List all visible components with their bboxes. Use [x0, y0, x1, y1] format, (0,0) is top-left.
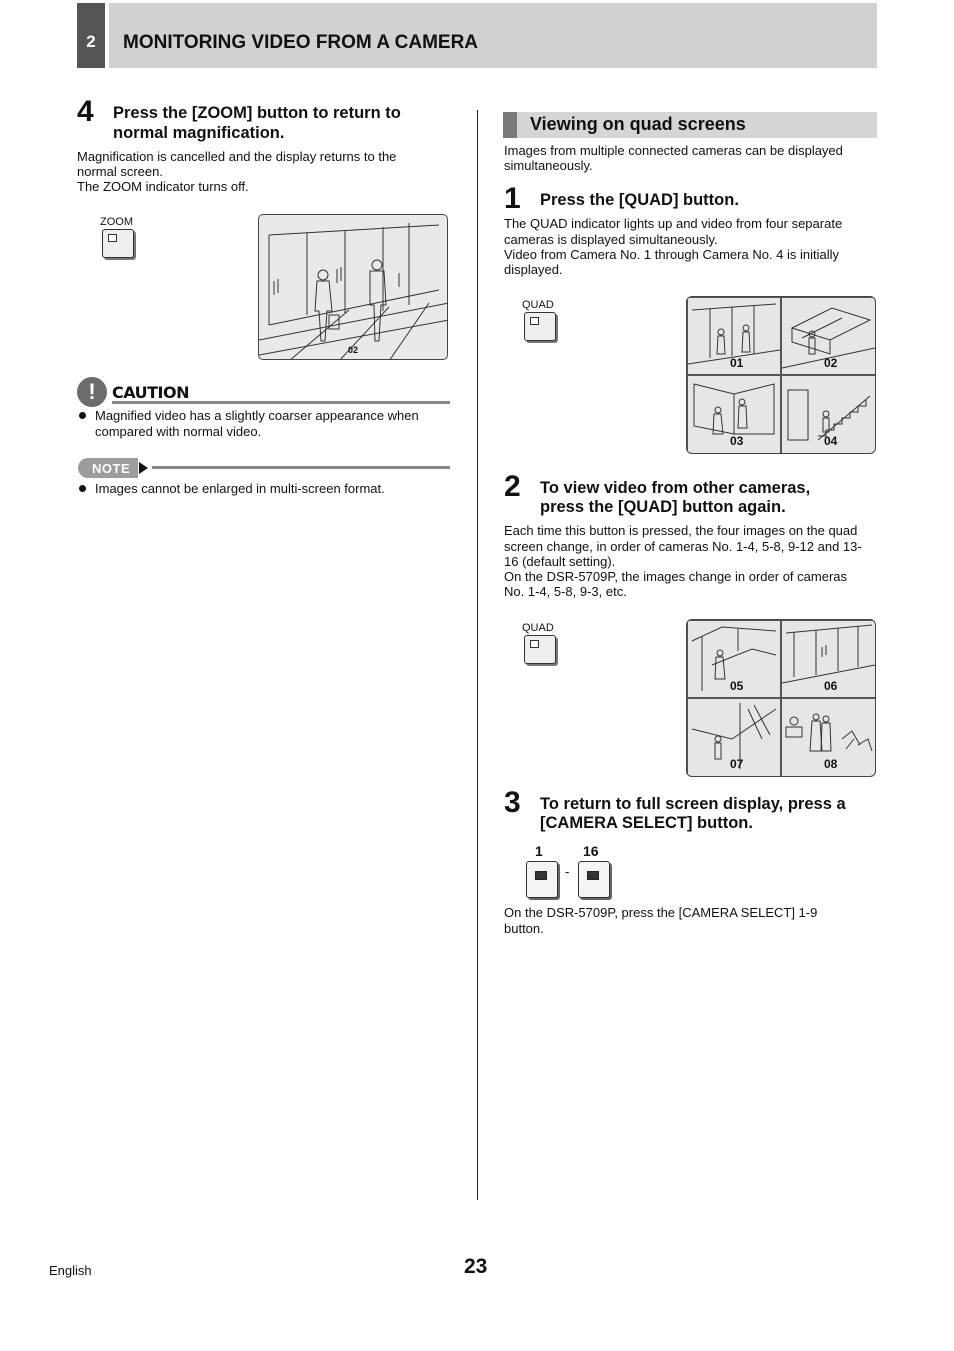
- camera-scene-icon: [691, 626, 777, 691]
- section-title: Viewing on quad screens: [530, 114, 746, 134]
- section-intro-line-2: simultaneously.: [504, 158, 593, 173]
- quad-indicator-icon: [530, 317, 539, 325]
- quad-screen-2: 05 06 07 08: [686, 619, 876, 777]
- step-4-title-line-2: normal magnification.: [113, 124, 285, 142]
- step-4-body-line-3: The ZOOM indicator turns off.: [77, 179, 249, 194]
- section-heading-mark: [503, 112, 517, 138]
- quad-cell-08: 08: [782, 699, 875, 776]
- step-2-body-line-3: 16 (default setting).: [504, 554, 616, 569]
- caution-bullet-icon: [79, 412, 86, 419]
- chapter-title: MONITORING VIDEO FROM A CAMERA: [123, 32, 479, 53]
- step-2-number: 2: [504, 470, 521, 503]
- camera-scene-icon: [781, 624, 875, 684]
- step-2-body-line-1: Each time this button is pressed, the fo…: [504, 523, 858, 538]
- camera-select-last-label: 16: [583, 843, 599, 859]
- full-screen-scene-icon: 02: [259, 223, 447, 359]
- step-1-body-line-3: Video from Camera No. 1 through Camera N…: [504, 247, 840, 262]
- quad-cell-05: 05: [688, 621, 780, 697]
- camera-select-indicator-icon: [587, 871, 599, 880]
- camera-scene-icon: [787, 389, 871, 441]
- step-1-body-line-2: cameras is displayed simultaneously.: [504, 232, 718, 247]
- chapter-header-gap: [105, 3, 109, 68]
- quad-cell-06: 06: [781, 621, 875, 697]
- zoom-indicator-icon: [108, 234, 117, 242]
- quad-cell-02: 02: [781, 298, 875, 374]
- zoom-screen-camera-number: 02: [348, 345, 358, 355]
- step-1-number: 1: [504, 182, 521, 215]
- step-1-body-line-1: The QUAD indicator lights up and video f…: [504, 216, 843, 231]
- caution-label: CAUTION: [112, 383, 189, 402]
- caution-rule: [112, 401, 450, 404]
- quad-indicator-icon: [530, 640, 539, 648]
- camera-select-button-1: [526, 861, 558, 898]
- note-bullet-icon: [79, 485, 86, 492]
- caution-item-line-2: compared with normal video.: [95, 424, 262, 439]
- step-4-title-line-1: Press the [ZOOM] button to return to: [113, 104, 401, 122]
- quad-screen-1: 01 02 03 04: [686, 296, 876, 454]
- footer-language: English: [49, 1263, 92, 1278]
- step-4-number: 4: [77, 95, 94, 128]
- step-3-title-line-1: To return to full screen display, press …: [540, 795, 846, 813]
- quad-cell-04: 04: [782, 376, 875, 453]
- quad-cell-number: 05: [730, 679, 744, 693]
- caution-icon: !: [77, 377, 107, 407]
- zoom-button: [102, 229, 134, 258]
- quad-cell-07: 07: [688, 699, 780, 776]
- chapter-number: 2: [77, 3, 105, 68]
- quad-cell-number: 01: [730, 356, 744, 370]
- step-2-title-line-2: press the [QUAD] button again.: [540, 498, 786, 516]
- step-1-title: Press the [QUAD] button.: [540, 191, 739, 209]
- camera-scene-icon: [693, 383, 775, 435]
- note-item: Images cannot be enlarged in multi-scree…: [95, 481, 385, 496]
- quad-cell-number: 04: [824, 434, 838, 448]
- camera-scene-icon: [781, 307, 875, 369]
- camera-select-range-dash: -: [565, 864, 570, 879]
- note-label: NOTE: [92, 461, 131, 476]
- step-4-body-line-2: normal screen.: [77, 164, 163, 179]
- caution-item-line-1: Magnified video has a slightly coarser a…: [95, 408, 419, 423]
- step-2-title-line-1: To view video from other cameras,: [540, 479, 811, 497]
- quad-cell-number: 06: [824, 679, 838, 693]
- quad-button-label-2: QUAD: [522, 622, 554, 634]
- step-2-body-line-5: No. 1-4, 5-8, 9-3, etc.: [504, 584, 627, 599]
- quad-button-1: [524, 312, 556, 341]
- quad-cell-number: 02: [824, 356, 838, 370]
- step-2-body-line-2: screen change, in order of cameras No. 1…: [504, 539, 862, 554]
- quad-cell-number: 03: [730, 434, 744, 448]
- quad-button-label-1: QUAD: [522, 299, 554, 311]
- section-intro-line-1: Images from multiple connected cameras c…: [504, 143, 843, 158]
- quad-cell-03: 03: [688, 376, 780, 453]
- zoom-screen-illustration: 02: [258, 214, 448, 360]
- camera-scene-icon: [785, 713, 873, 752]
- step-3-number: 3: [504, 786, 521, 819]
- camera-select-button-16: [578, 861, 610, 898]
- step-3-title-line-2: [CAMERA SELECT] button.: [540, 814, 753, 832]
- zoom-button-label: ZOOM: [100, 216, 133, 228]
- step-3-body-line-2: button.: [504, 921, 544, 936]
- quad-cell-number: 07: [730, 757, 744, 771]
- step-4-body-line-1: Magnification is cancelled and the displ…: [77, 149, 397, 164]
- step-1-body-line-4: displayed.: [504, 262, 563, 277]
- quad-button-2: [524, 635, 556, 664]
- chapter-header: 2 MONITORING VIDEO FROM A CAMERA: [77, 3, 877, 68]
- quad-cell-01: 01: [687, 298, 781, 374]
- section-heading-bar: Viewing on quad screens: [503, 112, 877, 138]
- note-badge: [78, 458, 138, 478]
- note-rule: [152, 466, 450, 469]
- step-3-body-line-1: On the DSR-5709P, press the [CAMERA SELE…: [504, 905, 818, 920]
- camera-select-first-label: 1: [535, 843, 543, 859]
- note-arrow-icon: [139, 462, 148, 474]
- quad-cell-number: 08: [824, 757, 838, 771]
- page-number: 23: [464, 1255, 488, 1278]
- step-2-body-line-4: On the DSR-5709P, the images change in o…: [504, 569, 848, 584]
- camera-scene-icon: [691, 703, 777, 769]
- camera-scene-icon: [687, 303, 781, 365]
- camera-select-indicator-icon: [535, 871, 547, 880]
- column-divider: [477, 110, 478, 1200]
